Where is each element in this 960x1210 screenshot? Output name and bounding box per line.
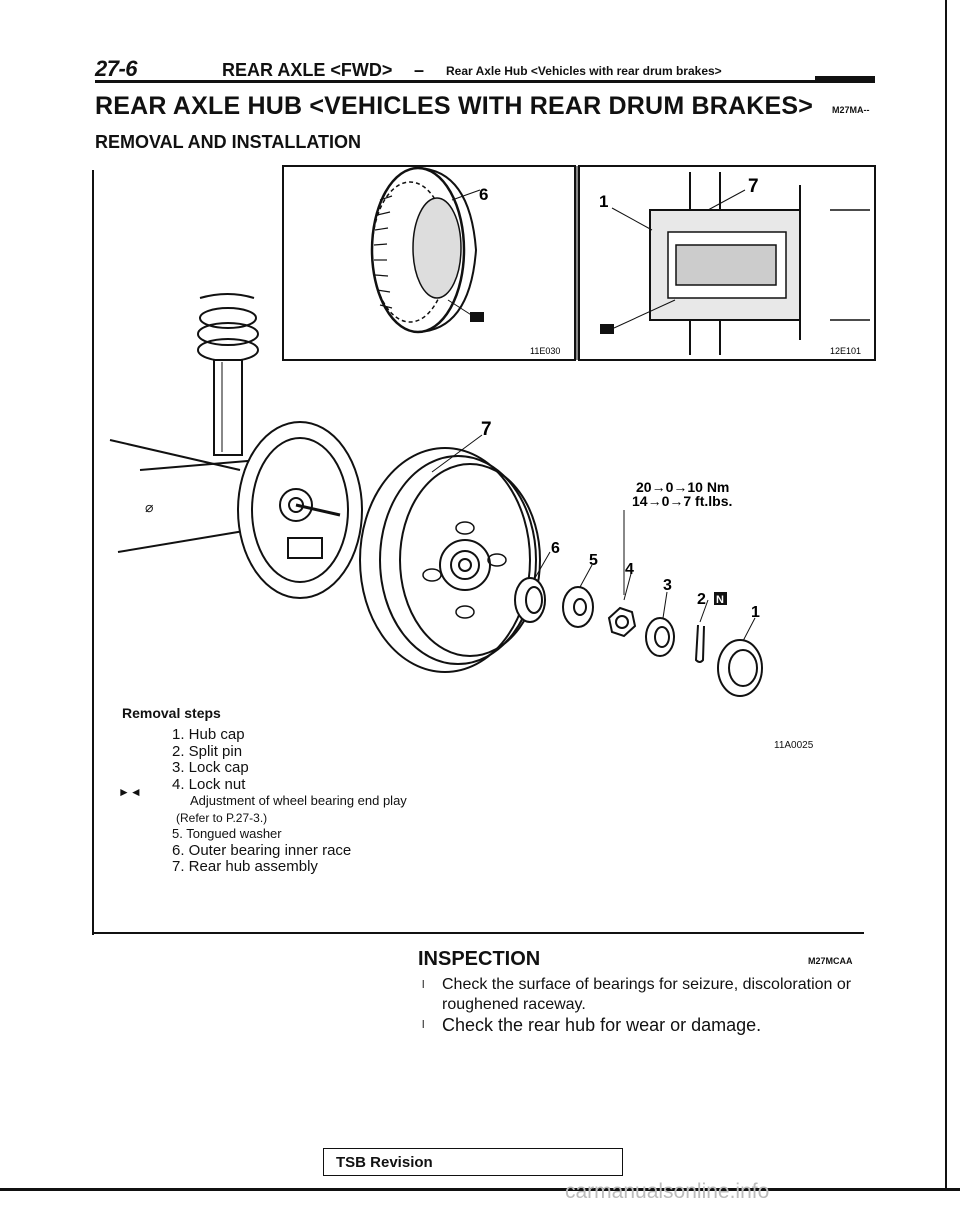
header-dash: – (414, 60, 425, 80)
inset-left-frame (282, 165, 576, 361)
locknut-4-part (607, 606, 637, 638)
callout-5-main: 5 (589, 552, 598, 569)
inset-right-frame (578, 165, 876, 361)
inspection-item: l Check the rear hub for wear or damage. (420, 1015, 870, 1035)
inspection-item-text: Check the surface of bearings for seizur… (442, 976, 852, 1013)
leader-6-inset (451, 189, 481, 201)
removal-step: 7. Rear hub assembly (172, 858, 318, 875)
brake-drum-illustration (359, 447, 541, 673)
removal-step: 5. Tongued washer (172, 826, 282, 841)
n-mark: N (716, 594, 724, 606)
grease-icon (470, 312, 484, 322)
bearing-inner-race-illustration (370, 166, 478, 334)
inspection-item: l Check the surface of bearings for seiz… (420, 975, 870, 1015)
n-mark-box (714, 592, 727, 605)
grease-icon-right (600, 324, 614, 334)
callout-1-inset: 1 (599, 192, 608, 211)
torque-nm: 20→0→10 Nm (636, 479, 729, 495)
callout-4-main: 4 (625, 561, 634, 578)
header-rule-accent (815, 76, 875, 82)
svg-text:⌀: ⌀ (145, 499, 153, 515)
removal-step: 4. Lock nut (172, 775, 246, 793)
callout-3-main: 3 (663, 577, 672, 594)
inset-left-code: 11E030 (530, 346, 560, 356)
removal-steps-title: Removal steps (122, 705, 221, 721)
title-code: M27MA-- (832, 105, 870, 115)
hubcap-1-part (717, 639, 763, 697)
removal-step: 6. Outer bearing inner race (172, 841, 352, 859)
bullet-mark: l (422, 1019, 425, 1031)
callout-1-main: 1 (751, 604, 760, 621)
callout-7-inset: 7 (748, 176, 759, 197)
removal-step: 2. Split pin (172, 742, 243, 760)
backing-plate-illustration (109, 421, 363, 599)
main-figure-code: 11A0025 (774, 740, 814, 751)
removal-step: 1. Hub cap (172, 726, 245, 743)
tsb-revision-box: TSB Revision (323, 1148, 623, 1176)
split-pin-2-part (694, 624, 705, 663)
right-margin-rule (945, 0, 947, 1190)
removal-step: Adjustment of wheel bearing end play (190, 793, 407, 808)
page-title-text: REAR AXLE HUB <VEHICLES WITH REAR DRUM B… (95, 92, 814, 120)
lockcap-3-part (645, 617, 675, 657)
subsection-title: Rear Axle Hub <Vehicles with rear drum b… (446, 64, 722, 78)
watermark: carmanualsonline.info (565, 1180, 770, 1203)
footer-rule (0, 1188, 960, 1191)
header-rule (95, 80, 875, 83)
page-title: REAR AXLE HUB <VEHICLES WITH REAR DRUM B… (95, 92, 813, 121)
removal-step-ref: (Refer to P.27-3.) (176, 810, 268, 825)
removal-step: 3. Lock cap (172, 759, 249, 776)
page-number: 27-6 (95, 56, 138, 81)
section-divider (92, 932, 864, 934)
inspection-code: M27MCAA (808, 956, 853, 966)
procedure-subtitle: REMOVAL AND INSTALLATION (95, 132, 361, 152)
strut-spring-illustration (197, 293, 259, 456)
inset-right-code: 12E101 (830, 346, 861, 356)
torque-ftlbs: 14→0→7 ft.lbs. (632, 493, 732, 509)
bullet-mark: l (422, 979, 425, 991)
section-title: REAR AXLE <FWD> (222, 60, 393, 80)
callout-7-main: 7 (481, 419, 492, 440)
callout-2-main: 2 (697, 591, 706, 608)
inspection-list: l Check the surface of bearings for seiz… (420, 975, 870, 1035)
removal-steps-list: 1. Hub cap 2. Split pin 3. Lock cap 4. L… (172, 726, 407, 876)
inspection-item-text: Check the rear hub for wear or damage. (442, 1015, 762, 1035)
washer-5-part (562, 586, 594, 628)
bearing-6-part (514, 577, 546, 623)
callout-6-main: 6 (551, 540, 560, 557)
inspection-title: INSPECTION (418, 948, 541, 970)
hub-cross-section-illustration (649, 172, 870, 355)
left-margin-rule (92, 170, 94, 935)
service-point-symbol: ►◄ (118, 785, 142, 799)
tsb-revision-label: TSB Revision (336, 1154, 433, 1171)
callout-6-inset: 6 (479, 185, 488, 204)
